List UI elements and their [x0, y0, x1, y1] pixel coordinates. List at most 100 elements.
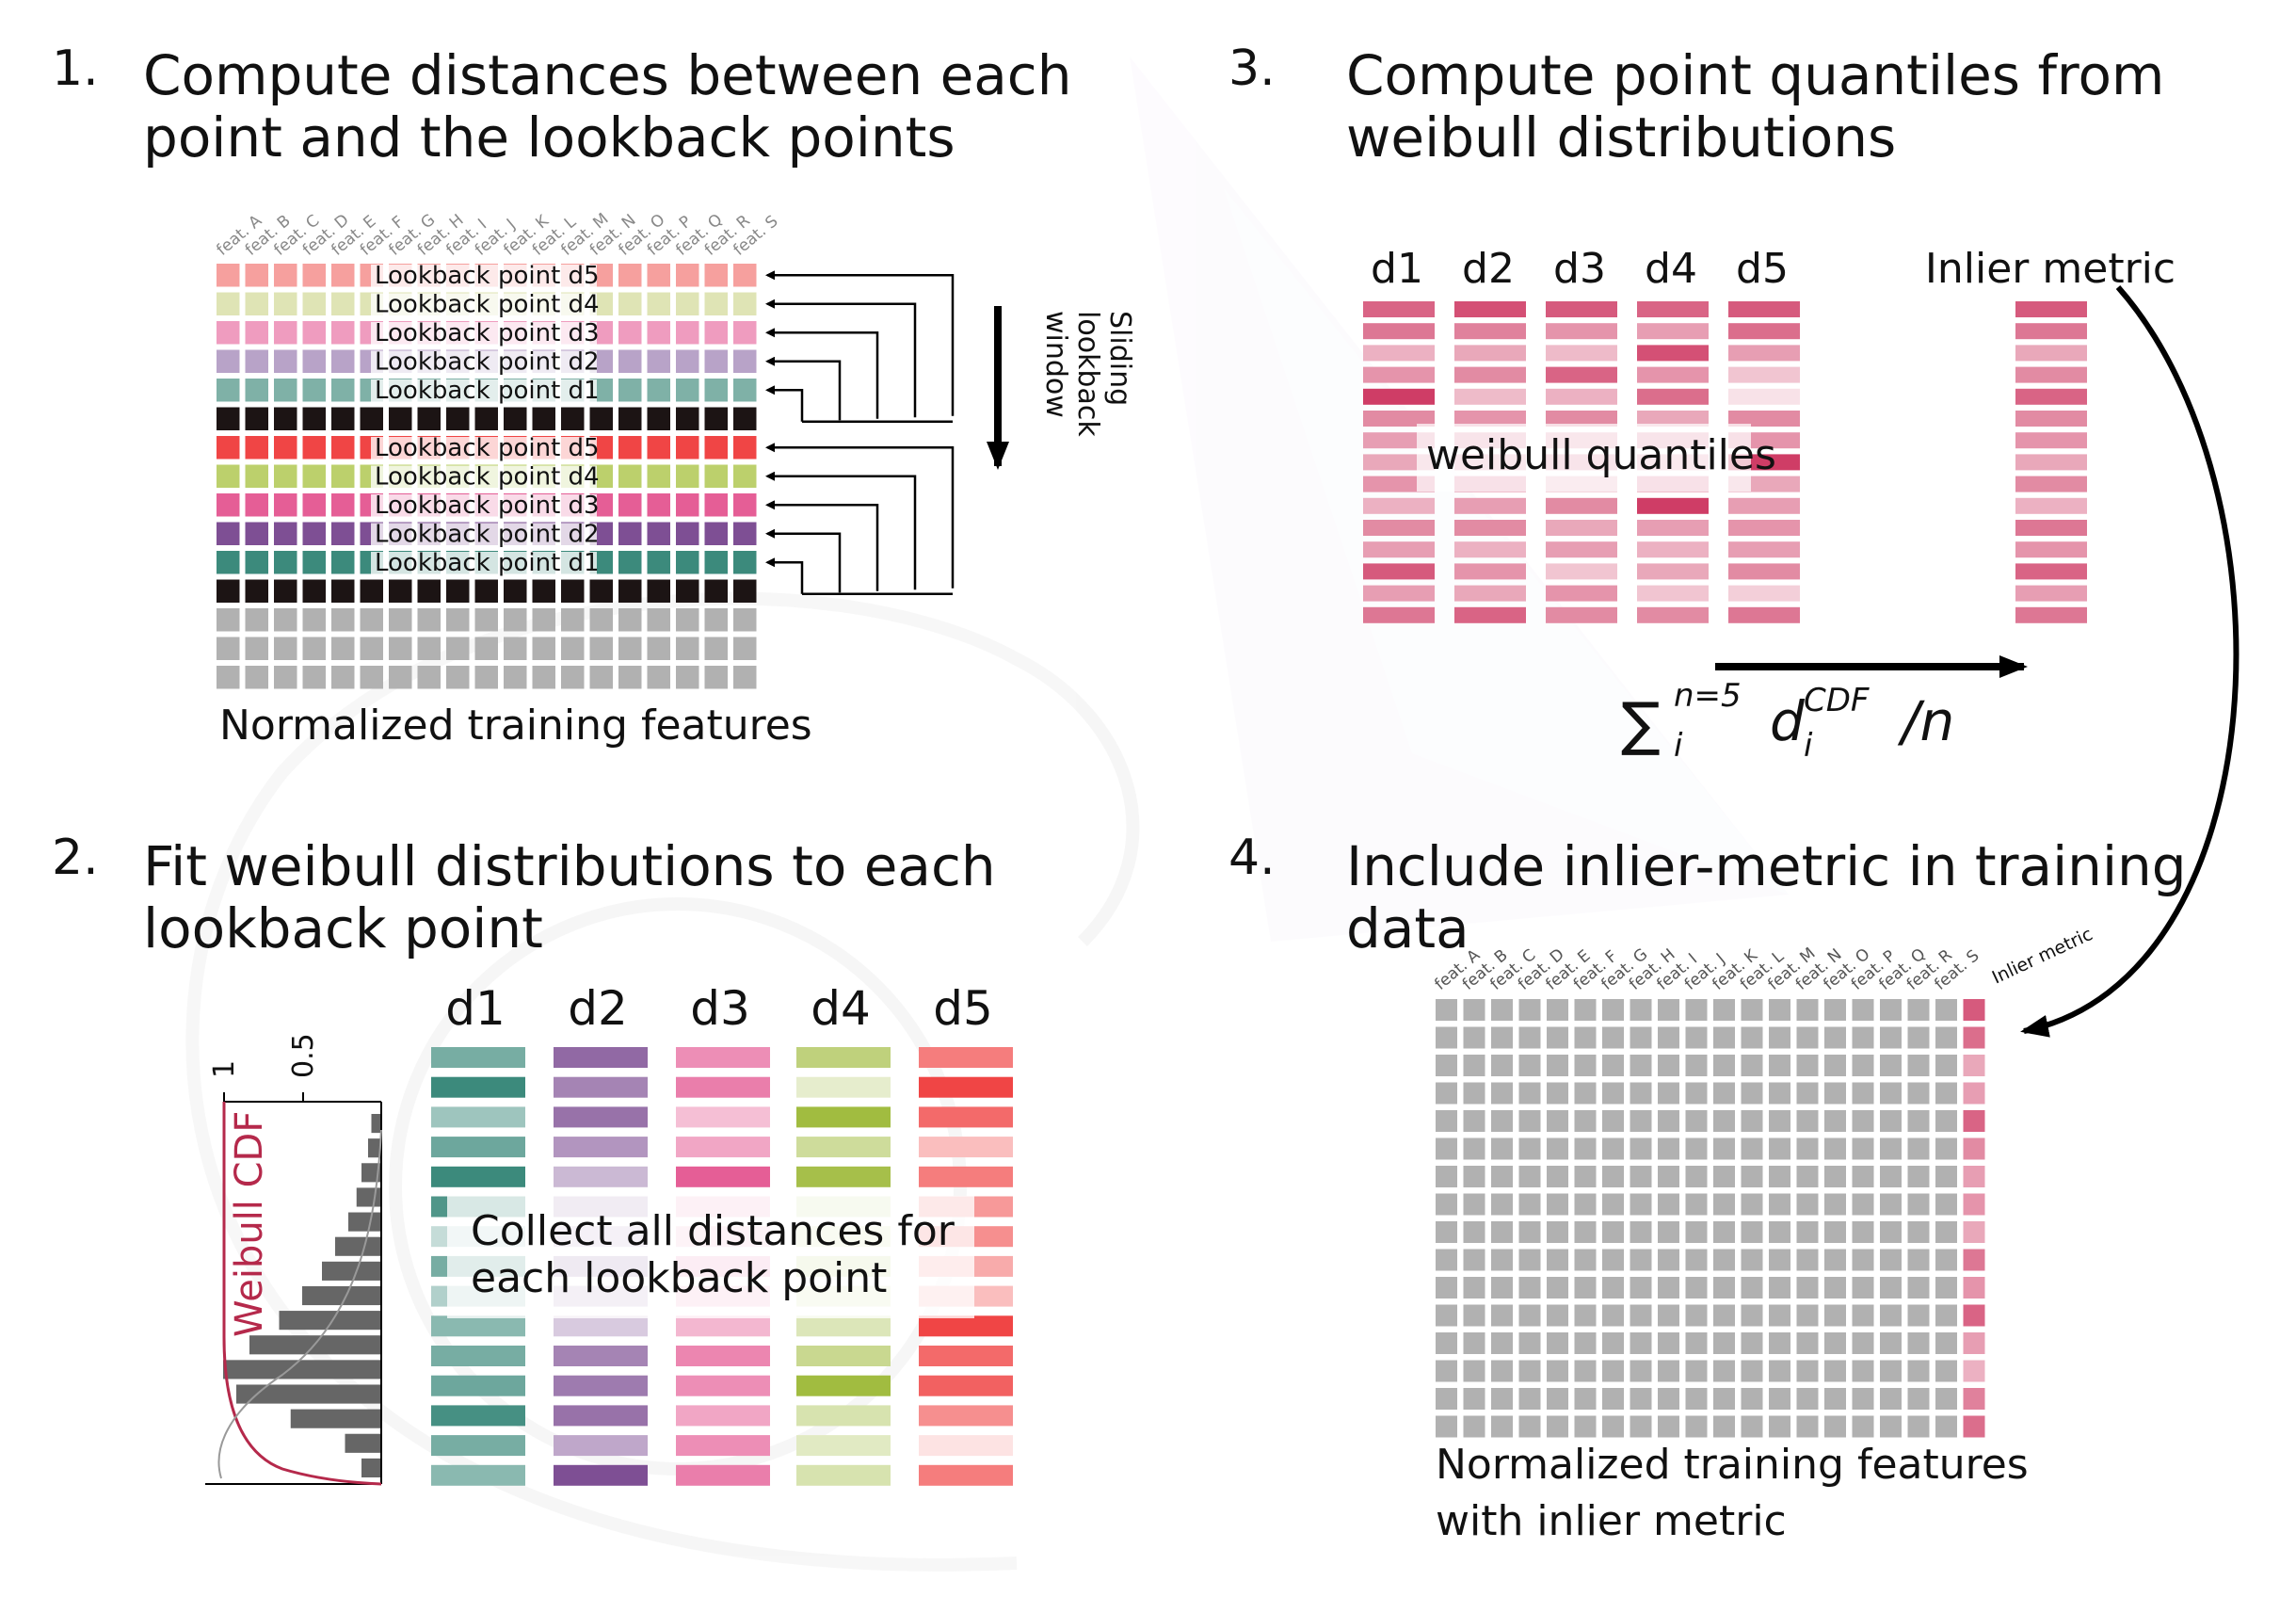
grid-cell: [561, 608, 585, 632]
lookback-label: Lookback point d4: [375, 291, 600, 319]
inlier-cell: [2015, 301, 2087, 317]
grid-cell: [733, 608, 757, 632]
distance-cell: [554, 1346, 648, 1366]
grid-cell: [1824, 1193, 1846, 1216]
grid-cell: [1741, 1332, 1763, 1354]
grid-cell: [1602, 1221, 1624, 1243]
grid-cell: [561, 666, 585, 689]
quantile-cell: [1363, 563, 1435, 580]
grid-cell: [245, 637, 268, 660]
distance-cell: [554, 1047, 648, 1068]
grid-cell: [704, 551, 728, 574]
quantile-cell: [1363, 323, 1435, 340]
grid-cell: [676, 292, 699, 315]
grid-cell: [1907, 999, 1930, 1021]
grid-cell: [302, 436, 326, 460]
grid-cell: [676, 464, 699, 488]
quantile-cell: [1454, 323, 1526, 340]
weibull-histogram: [223, 1114, 381, 1477]
grid-cell: [217, 637, 240, 660]
grid-cell: [417, 608, 441, 632]
formula-variable-subscript: i: [1804, 727, 1813, 765]
grid-cell: [733, 436, 757, 460]
grid-cell: [1796, 1110, 1819, 1132]
grid-cell: [331, 321, 355, 345]
grid-cell: [1880, 1304, 1902, 1327]
grid-cell: [1713, 1137, 1735, 1160]
grid-cell: [1574, 1110, 1597, 1132]
grid-cell: [1574, 1388, 1597, 1410]
quantile-cell: [1454, 541, 1526, 558]
grid-cell: [1796, 1277, 1819, 1299]
grid-cell: [1602, 1137, 1624, 1160]
distance-cell: [431, 1315, 525, 1337]
grid-cell: [647, 666, 670, 689]
grid-cell: [1547, 1026, 1568, 1049]
formula-variable: d: [1770, 689, 1806, 753]
grid-cell: [417, 407, 441, 430]
grid-cell: [1463, 1193, 1485, 1216]
grid-cell: [245, 264, 268, 287]
panel2-column-d3: d3: [690, 981, 750, 1036]
grid-cell: [1436, 1332, 1457, 1354]
grid-cell: [1741, 1221, 1763, 1243]
grid-cell: [274, 407, 297, 430]
quantile-cell: [1728, 301, 1800, 317]
grid-cell: [1796, 1193, 1819, 1216]
grid-cell: [1630, 1277, 1652, 1299]
grid-cell: [504, 608, 527, 632]
grid-cell: [1436, 1137, 1457, 1160]
grid-cell: [1685, 1221, 1708, 1243]
grid-cell: [1602, 1193, 1624, 1216]
grid-cell: [618, 292, 642, 315]
grid-cell: [1852, 999, 1874, 1021]
lookback-connector: [765, 298, 917, 418]
grid-cell: [217, 551, 240, 574]
step-2-title-line-1: Fit weibull distributions to each: [143, 834, 996, 898]
grid-cell: [1518, 1082, 1541, 1105]
grid-cell: [1741, 1110, 1763, 1132]
inlier-cell: [2015, 585, 2087, 602]
grid-cell: [1769, 1137, 1790, 1160]
formula-sum-lower: i: [1674, 727, 1683, 765]
quantile-cell: [1454, 411, 1526, 427]
grid-cell: [1518, 1304, 1541, 1327]
grid-cell: [1852, 1332, 1874, 1354]
lookback-label-background: [371, 465, 597, 489]
grid-cell: [1518, 1388, 1541, 1410]
grid-cell: [389, 407, 412, 430]
grid-cell: [1907, 1110, 1930, 1132]
grid-cell: [1852, 1415, 1874, 1438]
histogram-bar: [348, 1212, 381, 1232]
grid-cell: [1741, 1304, 1763, 1327]
grid-cell: [331, 407, 355, 430]
grid-cell: [1602, 1388, 1624, 1410]
grid-cell: [474, 666, 498, 689]
grid-cell: [704, 579, 728, 603]
grid-cell: [274, 464, 297, 488]
quantile-cell: [1454, 606, 1526, 623]
distance-cell: [796, 1315, 891, 1337]
grid-cell: [1880, 1026, 1902, 1049]
grid-cell: [1935, 1193, 1957, 1216]
grid-cell: [1574, 1415, 1597, 1438]
grid-cell: [474, 637, 498, 660]
grid-cell: [1574, 1082, 1597, 1105]
grid-cell: [1796, 1137, 1819, 1160]
panel3-overlay-label: weibull quantiles: [1426, 431, 1776, 479]
grid-cell: [704, 321, 728, 345]
grid-cell: [274, 493, 297, 517]
grid-cell: [1769, 1249, 1790, 1271]
grid-cell: [1935, 1026, 1957, 1049]
quantile-cell: [1637, 606, 1709, 623]
grid-cell: [417, 666, 441, 689]
grid-cell: [647, 522, 670, 545]
grid-cell: [302, 608, 326, 632]
grid-cell: [1518, 1332, 1541, 1354]
grid-cell: [1574, 1026, 1597, 1049]
panel3-column-d2: d2: [1462, 245, 1515, 293]
grid-cell: [1518, 1193, 1541, 1216]
sliding-window-line-1: Sliding: [1103, 311, 1136, 406]
